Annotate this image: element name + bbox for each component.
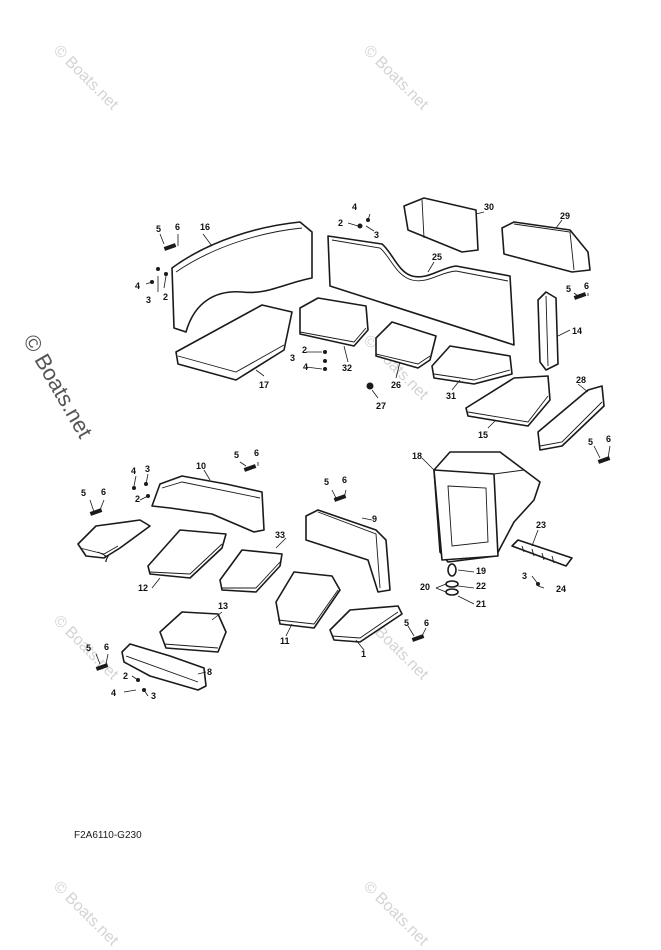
callout-22: 22	[476, 581, 486, 591]
callout-6: 6	[101, 487, 106, 497]
callout-13: 13	[218, 601, 228, 611]
callout-3: 3	[374, 230, 379, 240]
callout-32: 32	[342, 363, 352, 373]
callout-11: 11	[280, 636, 290, 646]
callout-30: 30	[484, 202, 494, 212]
callout-28: 28	[576, 375, 586, 385]
callout-6: 6	[606, 434, 611, 444]
callout-12: 12	[138, 583, 148, 593]
callout-24: 24	[556, 584, 566, 594]
callout-6: 6	[254, 448, 259, 458]
part-18-pedestal-seat	[433, 451, 541, 563]
callout-25: 25	[432, 252, 442, 262]
part-10-backrest	[151, 475, 265, 533]
leader-lines	[89, 211, 611, 697]
callout-5: 5	[86, 643, 91, 653]
callout-16: 16	[200, 222, 210, 232]
callout-3: 3	[522, 571, 527, 581]
callout-2: 2	[302, 345, 307, 355]
callout-5: 5	[404, 618, 409, 628]
callout-26: 26	[391, 380, 401, 390]
part-11-seat-cushion	[275, 571, 341, 629]
callout-2: 2	[163, 292, 168, 302]
callout-6: 6	[104, 642, 109, 652]
callout-18: 18	[412, 451, 422, 461]
part-9-backrest	[305, 509, 391, 593]
callout-2: 2	[338, 218, 343, 228]
callout-4: 4	[135, 281, 140, 291]
part-31-seat-cushion	[431, 345, 513, 385]
callout-5: 5	[324, 477, 329, 487]
part-16-backrest	[171, 221, 313, 333]
callout-15: 15	[478, 430, 488, 440]
callout-2: 2	[123, 671, 128, 681]
callout-9: 9	[372, 514, 377, 524]
callout-20: 20	[420, 582, 430, 592]
callout-19: 19	[476, 566, 486, 576]
callout-17: 17	[259, 380, 269, 390]
part-14-side-pad	[537, 291, 559, 371]
callout-3: 3	[145, 464, 150, 474]
callout-1: 1	[361, 649, 366, 659]
callout-3: 3	[151, 691, 156, 701]
callout-5: 5	[81, 488, 86, 498]
callout-23: 23	[536, 520, 546, 530]
callout-4: 4	[352, 202, 357, 212]
callout-29: 29	[560, 211, 570, 221]
callout-21: 21	[476, 599, 486, 609]
callout-14: 14	[572, 326, 582, 336]
part-12-seat-cushion	[147, 529, 227, 579]
callout-5: 5	[588, 437, 593, 447]
part-28-bolster	[537, 385, 605, 451]
part-30-backrest-pad	[403, 197, 479, 253]
callout-6: 6	[424, 618, 429, 628]
callout-2: 2	[135, 494, 140, 504]
callout-27: 27	[376, 401, 386, 411]
part-15-seat-cushion	[465, 375, 551, 427]
part-7-side-cushion	[77, 519, 151, 559]
callout-31: 31	[446, 391, 456, 401]
part-26-seat-cushion	[375, 321, 437, 369]
part-33-seat-cushion	[219, 549, 283, 593]
callout-5: 5	[156, 224, 161, 234]
part-29-backrest-pad	[501, 221, 591, 273]
part-32-seat-cushion	[299, 297, 369, 347]
callout-6: 6	[342, 475, 347, 485]
callout-5: 5	[234, 450, 239, 460]
callout-3: 3	[146, 295, 151, 305]
callout-4: 4	[131, 466, 136, 476]
callout-5: 5	[566, 284, 571, 294]
callout-10: 10	[196, 461, 206, 471]
callout-33: 33	[275, 530, 285, 540]
callout-8: 8	[207, 667, 212, 677]
callout-4: 4	[111, 688, 116, 698]
callout-labels: 5 6 16 4 3 2 4 2 3 30 29 25 5 6 14 2 3 4…	[81, 202, 611, 701]
callout-3: 3	[290, 353, 295, 363]
part-8-seat-base	[121, 643, 207, 691]
part-25-long-backrest	[327, 235, 515, 346]
callout-6: 6	[175, 222, 180, 232]
part-23-slide-rail	[511, 539, 573, 567]
part-17-seat-cushion	[175, 304, 293, 381]
diagram-reference-code: F2A6110-G230	[74, 830, 142, 841]
part-13-seat-top	[159, 611, 227, 653]
callout-4: 4	[303, 362, 308, 372]
callout-6: 6	[584, 281, 589, 291]
part-1-side-cushion	[329, 605, 403, 643]
seat-parts-diagram: 5 6 16 4 3 2 4 2 3 30 29 25 5 6 14 2 3 4…	[77, 197, 611, 701]
callout-7: 7	[104, 554, 109, 564]
